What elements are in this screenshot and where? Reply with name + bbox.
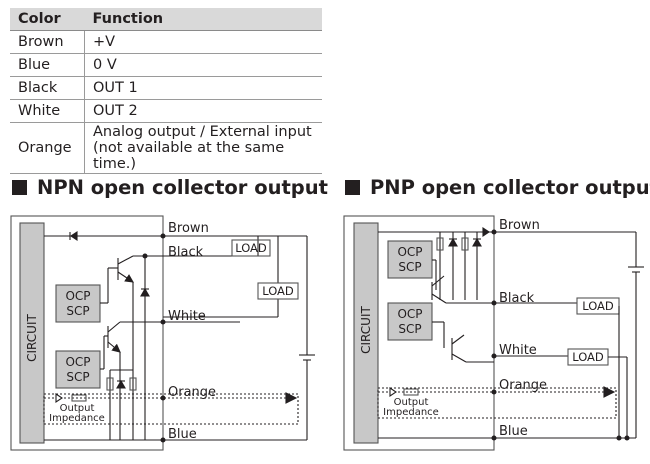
pnp-ocp-label-1: OCP (397, 245, 422, 259)
cell-color: Orange (10, 122, 85, 174)
pnp-ocp-scp-block-2 (387, 302, 433, 341)
pnp-circuit-block (353, 222, 379, 444)
cell-function-line: (not available at the same time.) (93, 140, 285, 172)
npn-input-diode-icon (70, 230, 78, 242)
npn-brown-label: Brown (168, 221, 209, 236)
pnp-scp-label-1: SCP (398, 260, 421, 274)
npn-ocp-label-1: OCP (65, 289, 90, 303)
pnp-arrow-icon (603, 386, 616, 398)
npn-load2 (257, 282, 299, 300)
pnp-scp-label-2: SCP (398, 322, 421, 336)
pnp-brown-label: Brown (499, 218, 540, 233)
npn-scp-label-1: SCP (66, 304, 89, 318)
pnp-zener-diode-1-icon (448, 237, 458, 247)
pnp-load2-label: LOAD (572, 350, 604, 364)
pnp-title-text: PNP open collector output (370, 176, 650, 199)
npn-circuit-label: CIRCUIT (25, 313, 39, 361)
pnp-circuit-label: CIRCUIT (359, 305, 373, 353)
pnp-resistor-2 (461, 237, 469, 251)
pnp-zener-diode-2-icon (472, 237, 482, 247)
cell-function: Analog output / External input (not avai… (84, 122, 322, 174)
npn-load1-label: LOAD (235, 241, 267, 255)
table-row: Blue 0 V (10, 53, 322, 77)
cell-color: White (10, 99, 85, 123)
column-header-function: Function (84, 8, 322, 31)
pnp-diagram (343, 215, 644, 451)
npn-sensor-outline (10, 215, 164, 451)
npn-labels: CIRCUIT OCP SCP OCP SCP Brown Black Whit… (25, 221, 294, 442)
pnp-orange-label: Orange (499, 378, 547, 393)
cell-function: 0 V (84, 53, 322, 77)
cell-color: Brown (10, 30, 85, 54)
pnp-black-label: Black (499, 291, 535, 306)
pnp-buffer-icon (389, 386, 397, 398)
npn-impedance-label: Impedance (49, 413, 105, 424)
cell-color: Black (10, 76, 85, 100)
pnp-sensor-outline (343, 215, 495, 451)
square-bullet-icon (12, 180, 27, 195)
cell-function: OUT 2 (84, 99, 322, 123)
pnp-white-label: White (499, 343, 537, 358)
npn-ocp-label-2: OCP (65, 355, 90, 369)
pnp-output-label: Output (394, 397, 429, 408)
npn-orange-label: Orange (168, 385, 216, 400)
npn-scp-label-2: SCP (66, 370, 89, 384)
pnp-ocp-scp-block-1 (387, 240, 433, 279)
npn-ocp-scp-block-1 (55, 284, 101, 323)
npn-circuit-block (19, 222, 45, 444)
npn-blue-label: Blue (168, 427, 197, 442)
pnp-load1-label: LOAD (582, 299, 614, 313)
cell-function: OUT 1 (84, 76, 322, 100)
npn-load1 (231, 239, 271, 257)
table-row: Brown +V (10, 30, 322, 54)
npn-ocp-scp-block-2 (55, 350, 101, 389)
pnp-ocp-label-2: OCP (397, 307, 422, 321)
table-row: Black OUT 1 (10, 76, 322, 100)
npn-resistor-2 (129, 377, 137, 391)
square-bullet-icon (345, 180, 360, 195)
npn-load2-label: LOAD (262, 284, 294, 298)
npn-zener-diode-2-icon (116, 379, 126, 389)
npn-output-label: Output (60, 403, 95, 414)
cell-function: +V (84, 30, 322, 54)
npn-arrow-icon (285, 392, 298, 404)
cell-color: Blue (10, 53, 85, 77)
npn-buffer-icon (55, 392, 63, 404)
npn-section-title: NPN open collector output (12, 176, 328, 199)
pnp-section-title: PNP open collector output (345, 176, 650, 199)
pnp-blue-label: Blue (499, 424, 528, 439)
pnp-resistor-1 (436, 237, 444, 251)
pnp-impedance-label: Impedance (383, 407, 439, 418)
column-header-color: Color (10, 8, 85, 31)
npn-diagram (10, 215, 315, 451)
npn-resistor-1 (106, 377, 114, 391)
pnp-output-impedance-box (377, 387, 617, 419)
table-header-row: Color Function (10, 8, 322, 31)
npn-output-impedance-box (43, 393, 299, 425)
table-row: Orange Analog output / External input (n… (10, 122, 322, 174)
wire-color-table: Color Function Brown +V Blue 0 V Black O… (10, 8, 322, 174)
npn-black-label: Black (168, 245, 204, 260)
npn-white-label: White (168, 309, 206, 324)
pnp-impedance-resistor (403, 388, 419, 396)
npn-title-text: NPN open collector output (37, 176, 328, 199)
pnp-input-diode-icon (482, 226, 490, 238)
npn-impedance-resistor (71, 394, 87, 402)
pnp-labels: CIRCUIT OCP SCP OCP SCP Brown Black Whit… (359, 218, 614, 439)
cell-function-line: Analog output / External input (93, 124, 312, 140)
npn-zener-diode-1-icon (140, 287, 150, 297)
table-row: White OUT 2 (10, 99, 322, 123)
